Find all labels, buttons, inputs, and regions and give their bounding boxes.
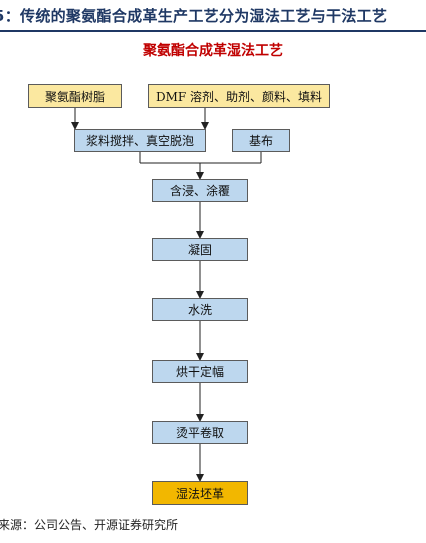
node-ironing: 烫平卷取	[152, 421, 248, 444]
node-washing: 水洗	[152, 298, 248, 321]
node-coagulation: 凝固	[152, 238, 248, 261]
node-base-fabric: 基布	[232, 129, 290, 152]
node-product: 湿法坯革	[152, 481, 248, 505]
figure-header: 5：传统的聚氨酯合成革生产工艺分为湿法工艺与干法工艺	[0, 0, 426, 32]
node-additives: DMF 溶剂、助剂、颜料、填料	[148, 84, 330, 108]
source-note: 来源：公司公告、开源证券研究所	[0, 518, 179, 532]
diagram-subtitle: 聚氨酯合成革湿法工艺	[143, 43, 283, 59]
figure-title: 5：传统的聚氨酯合成革生产工艺分为湿法工艺与干法工艺	[0, 7, 388, 25]
node-stirring: 浆料搅拌、真空脱泡	[74, 129, 206, 152]
node-resin: 聚氨酯树脂	[28, 84, 122, 108]
node-drying: 烘干定幅	[152, 360, 248, 383]
node-impregnation: 含浸、涂覆	[152, 179, 248, 202]
